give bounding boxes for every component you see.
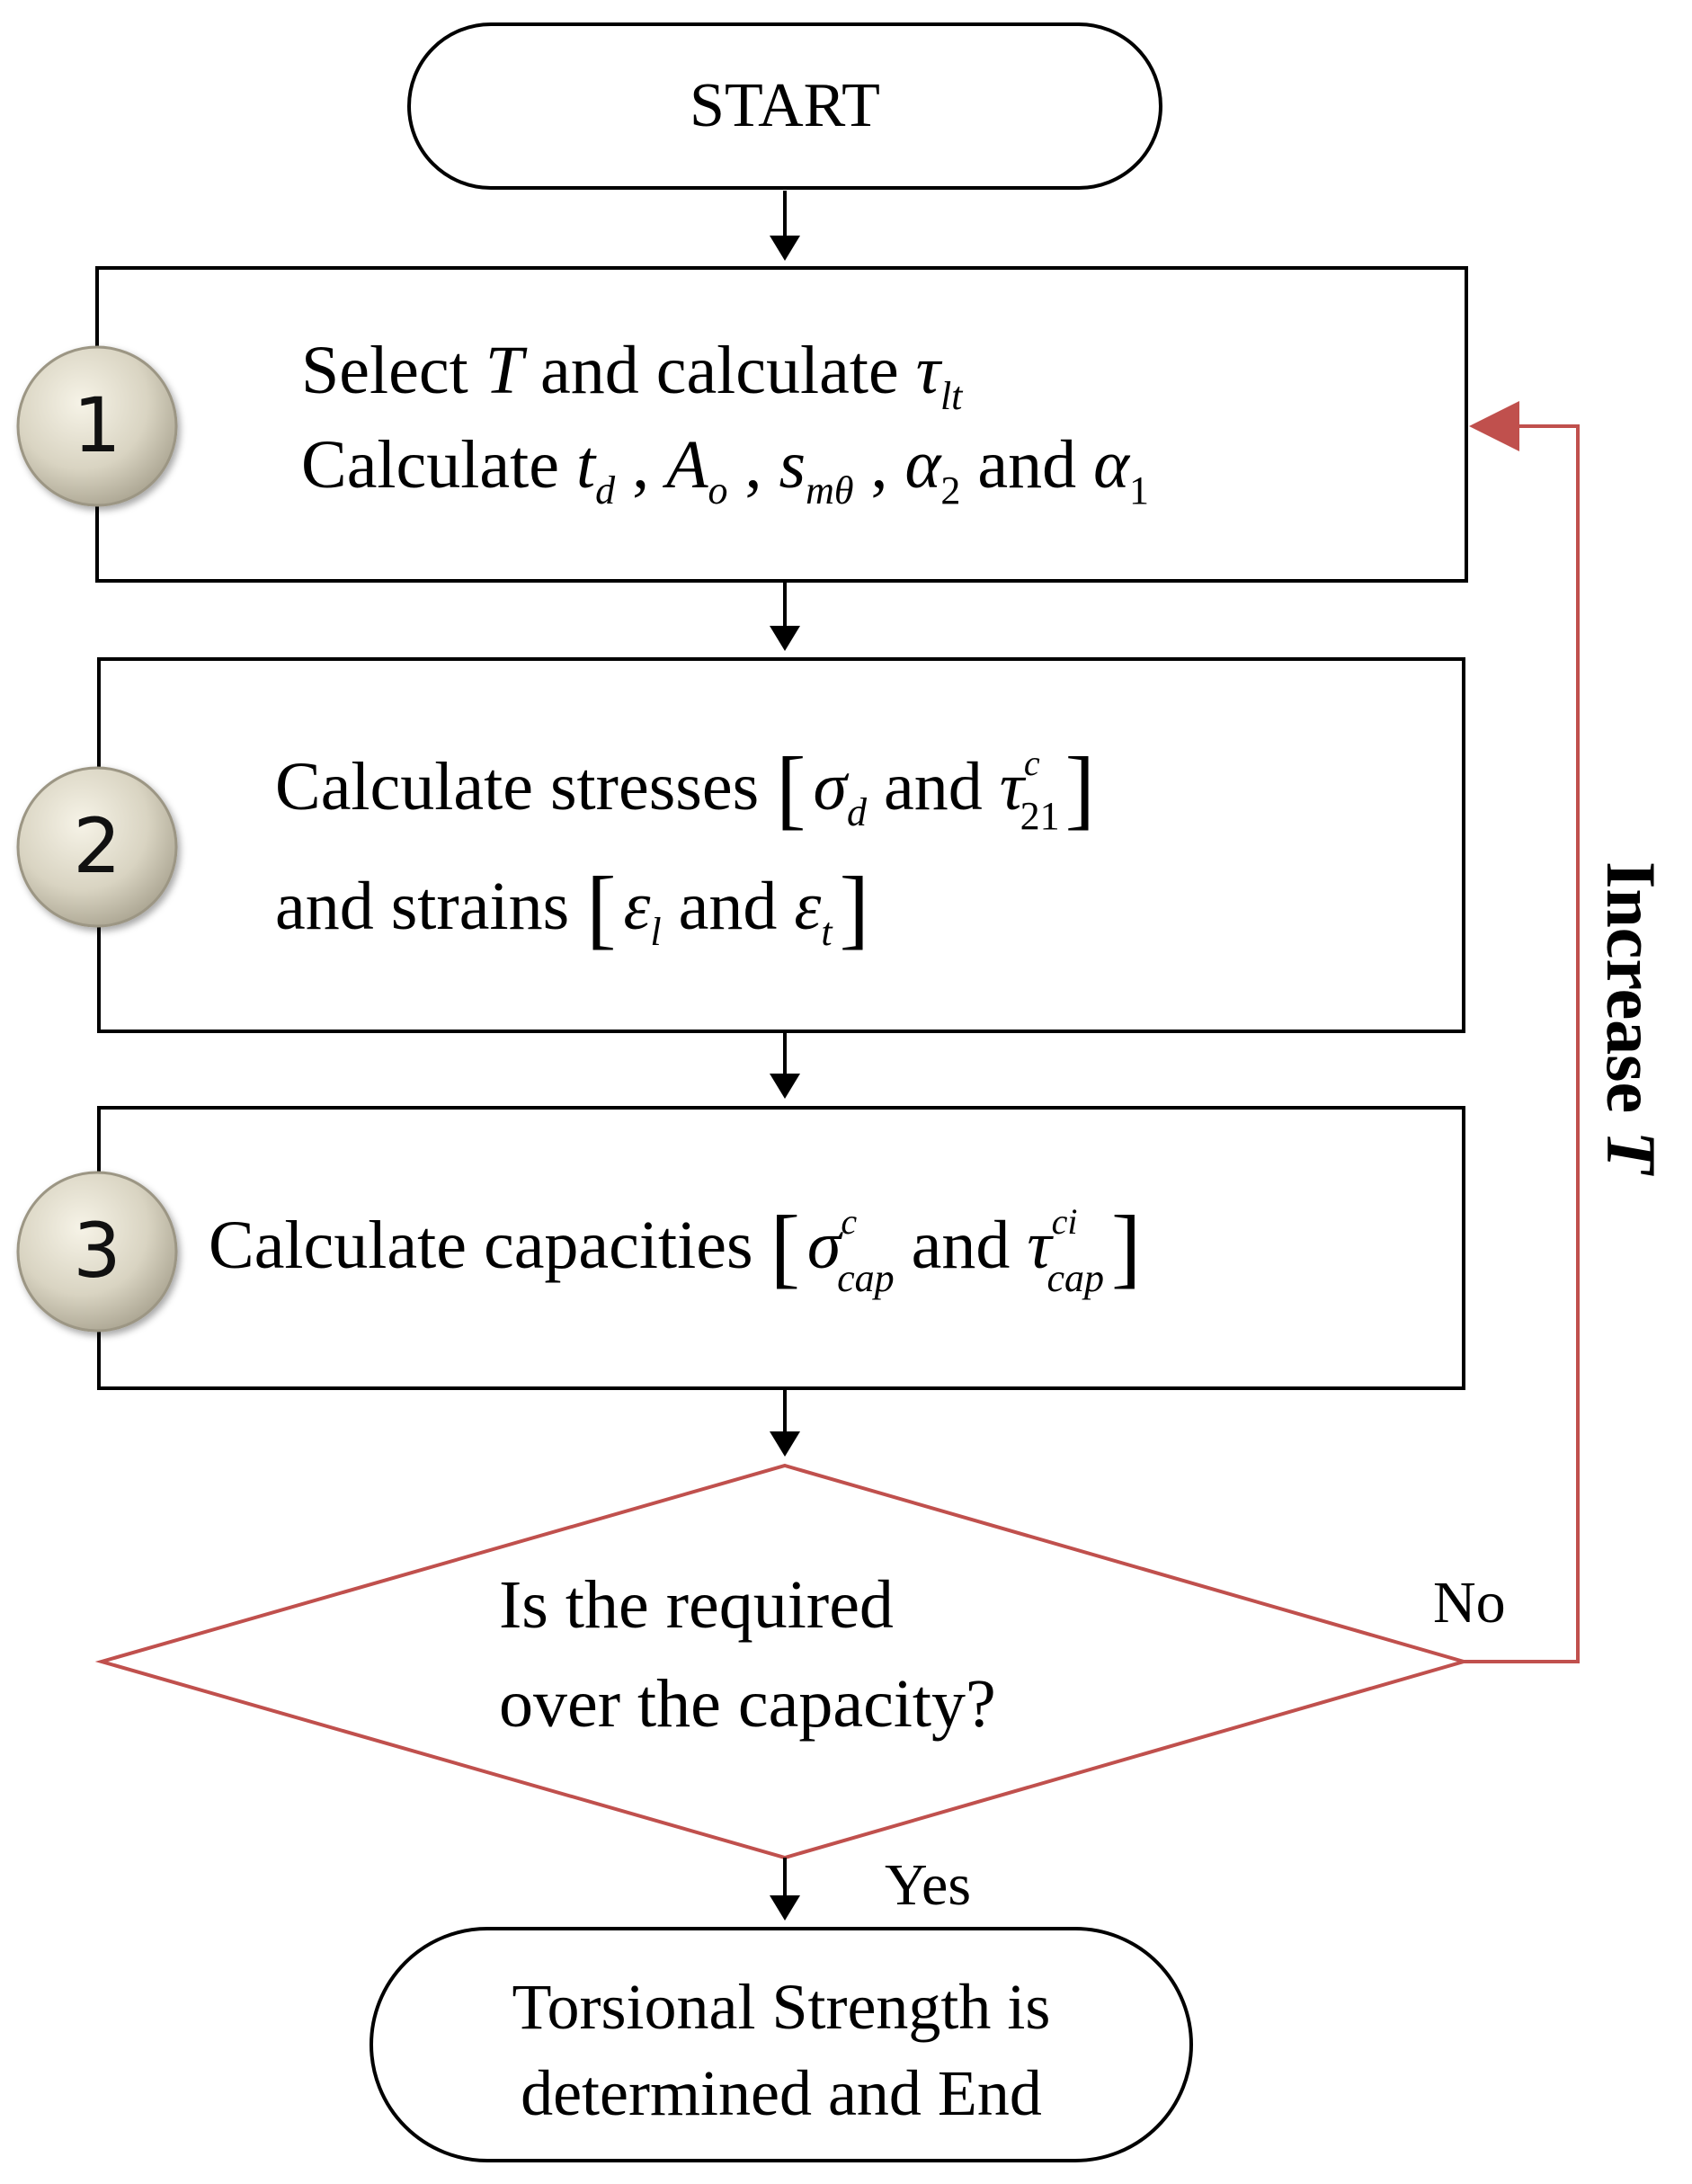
- decision-line2: over the capacity?: [499, 1666, 996, 1742]
- step2-box: [97, 657, 1465, 1033]
- loop-arrow-no: [1464, 401, 1580, 1663]
- step3-badge-number: 3: [73, 1207, 120, 1295]
- yes-label: Yes: [885, 1852, 971, 1918]
- loop-label: Increase T: [1592, 861, 1670, 1177]
- step3-box: [97, 1106, 1465, 1390]
- decision-line1: Is the required: [499, 1567, 894, 1643]
- step1-box: [95, 266, 1468, 583]
- step2-line2: and strains [εl and εt]: [275, 858, 869, 958]
- end-line1: Torsional Strength is: [512, 1971, 1051, 2043]
- end-terminator: [370, 1927, 1193, 2162]
- end-line2: determined and End: [521, 2057, 1042, 2129]
- start-terminator: [407, 22, 1162, 190]
- arrow-step1-to-step2: [770, 583, 800, 651]
- start-label: START: [690, 71, 880, 140]
- step1-badge: 1: [16, 345, 178, 507]
- arrow-start-to-step1: [770, 191, 800, 261]
- arrow-decision-to-end: [770, 1858, 800, 1921]
- step2-badge: 2: [16, 766, 178, 928]
- decision-diamond: [94, 1463, 1471, 1860]
- step1-line1: Select T and calculate τlt: [301, 333, 964, 418]
- step2-badge-number: 2: [73, 802, 120, 890]
- step3-badge: 3: [16, 1171, 178, 1333]
- no-label: No: [1433, 1570, 1506, 1636]
- step1-badge-number: 1: [73, 381, 120, 469]
- arrow-step3-to-decision: [770, 1390, 800, 1457]
- arrow-step2-to-step3: [770, 1033, 800, 1099]
- step1-line2: Calculate td , Ao , smθ , α2 and α1: [301, 427, 1149, 513]
